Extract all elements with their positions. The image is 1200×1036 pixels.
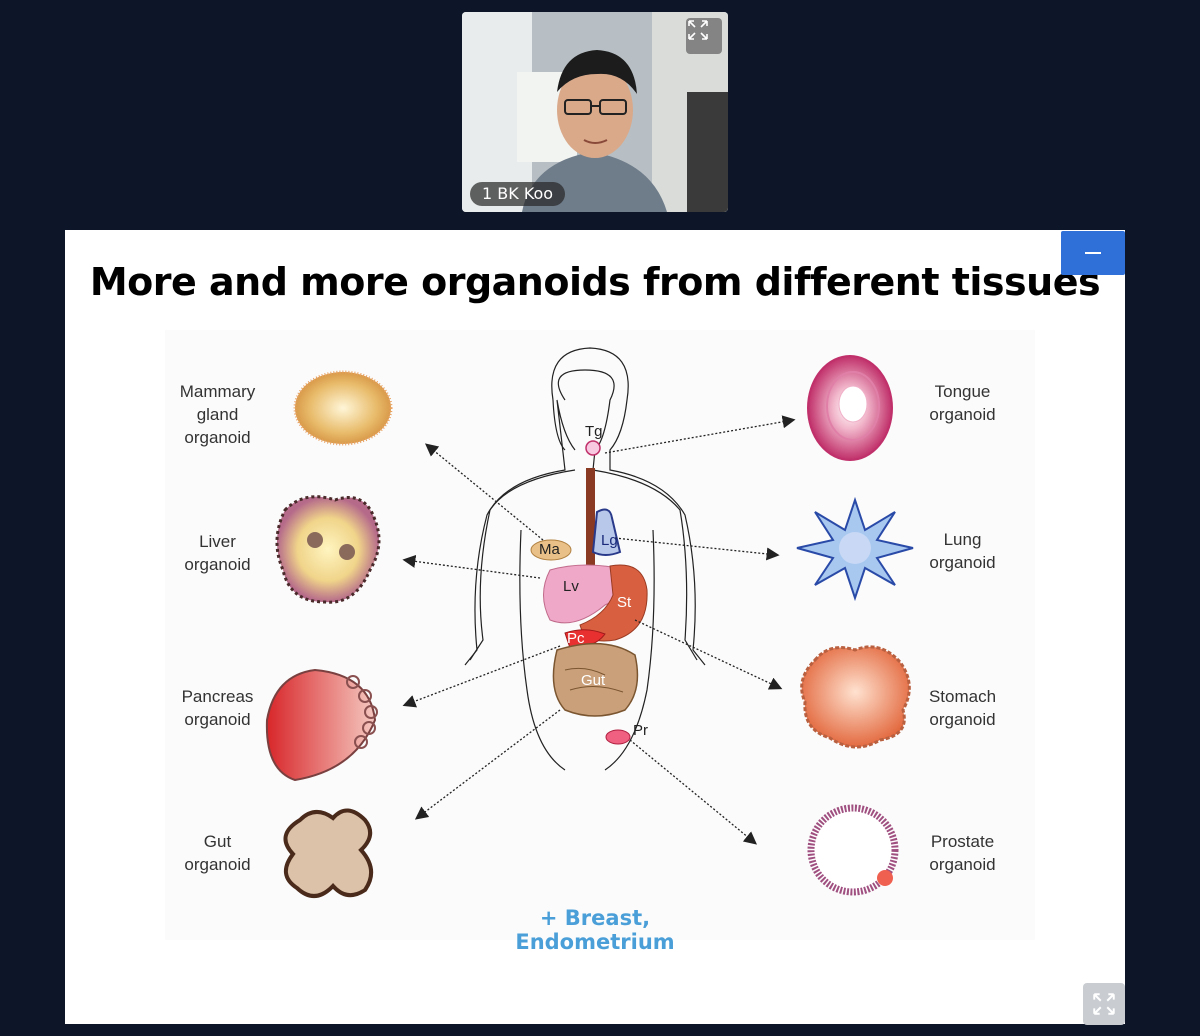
organ-label-ma: Ma (539, 541, 560, 558)
organ-label-gut: Gut (581, 672, 606, 689)
expand-arrows-icon (688, 20, 708, 40)
minus-icon (1085, 252, 1101, 254)
organ-label-pc: Pc (567, 630, 585, 647)
organ-label-lg: Lg (601, 532, 618, 549)
fullscreen-icon (1093, 993, 1115, 1015)
participant-video-tile[interactable]: 1 BK Koo (462, 12, 728, 212)
slide-title: More and more organoids from different t… (89, 260, 1101, 304)
participant-video-frame (462, 12, 728, 212)
organ-label-st: St (617, 594, 632, 611)
participant-name: 1 BK Koo (470, 182, 566, 206)
organ-label-tg: Tg (585, 423, 603, 440)
organ-label-lv: Lv (563, 578, 579, 595)
shared-slide: More and more organoids from different t… (65, 230, 1125, 1024)
organ-label-pr: Pr (633, 722, 648, 739)
minimize-share-button[interactable] (1061, 231, 1125, 275)
fullscreen-button[interactable] (1083, 983, 1125, 1025)
body-diagram (265, 347, 914, 898)
expand-video-button[interactable] (686, 18, 722, 54)
slide-footnote: + Breast, Endometrium (515, 906, 675, 954)
